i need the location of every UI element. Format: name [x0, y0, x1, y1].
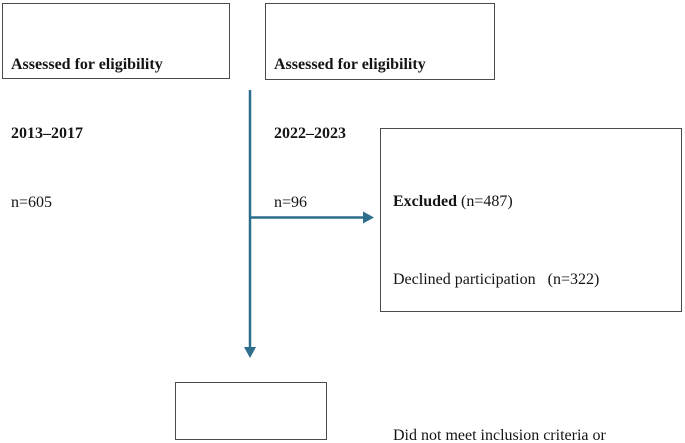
assessed-2022-title: Assessed for eligibility: [274, 56, 426, 73]
down-arrowhead-icon: [244, 347, 256, 358]
assessed-2022-period: 2022–2023: [274, 125, 346, 142]
assessed-2013-title: Assessed for eligibility: [11, 56, 163, 73]
box-assessed-eligibility-2022-2023: Assessed for eligibility 2022–2023 n=96: [265, 3, 495, 211]
box-included-in-study: Included in the study n=214: [175, 382, 327, 443]
included-title-line1: Included in the: [184, 438, 318, 443]
assessed-2013-count: n=605: [11, 194, 53, 211]
excluded-title-line: Excluded (n=487): [393, 189, 671, 215]
box-excluded: Excluded (n=487) Declined participation …: [380, 128, 682, 443]
excluded-reason-criteria: Did not meet inclusion criteria orfulfil…: [393, 423, 671, 443]
excluded-title: Excluded: [393, 193, 458, 210]
excluded-reason-criteria-line1: Did not meet inclusion criteria or: [393, 427, 606, 443]
box-assessed-eligibility-2013-2017: Assessed for eligibility 2013–2017 n=605: [2, 3, 230, 211]
assessed-2013-period: 2013–2017: [11, 125, 83, 142]
assessed-2022-count: n=96: [274, 194, 308, 211]
excluded-reason-declined: Declined participation (n=322): [393, 271, 600, 288]
excluded-title-count: (n=487): [457, 193, 513, 210]
excluded-blank-line: [393, 345, 671, 371]
